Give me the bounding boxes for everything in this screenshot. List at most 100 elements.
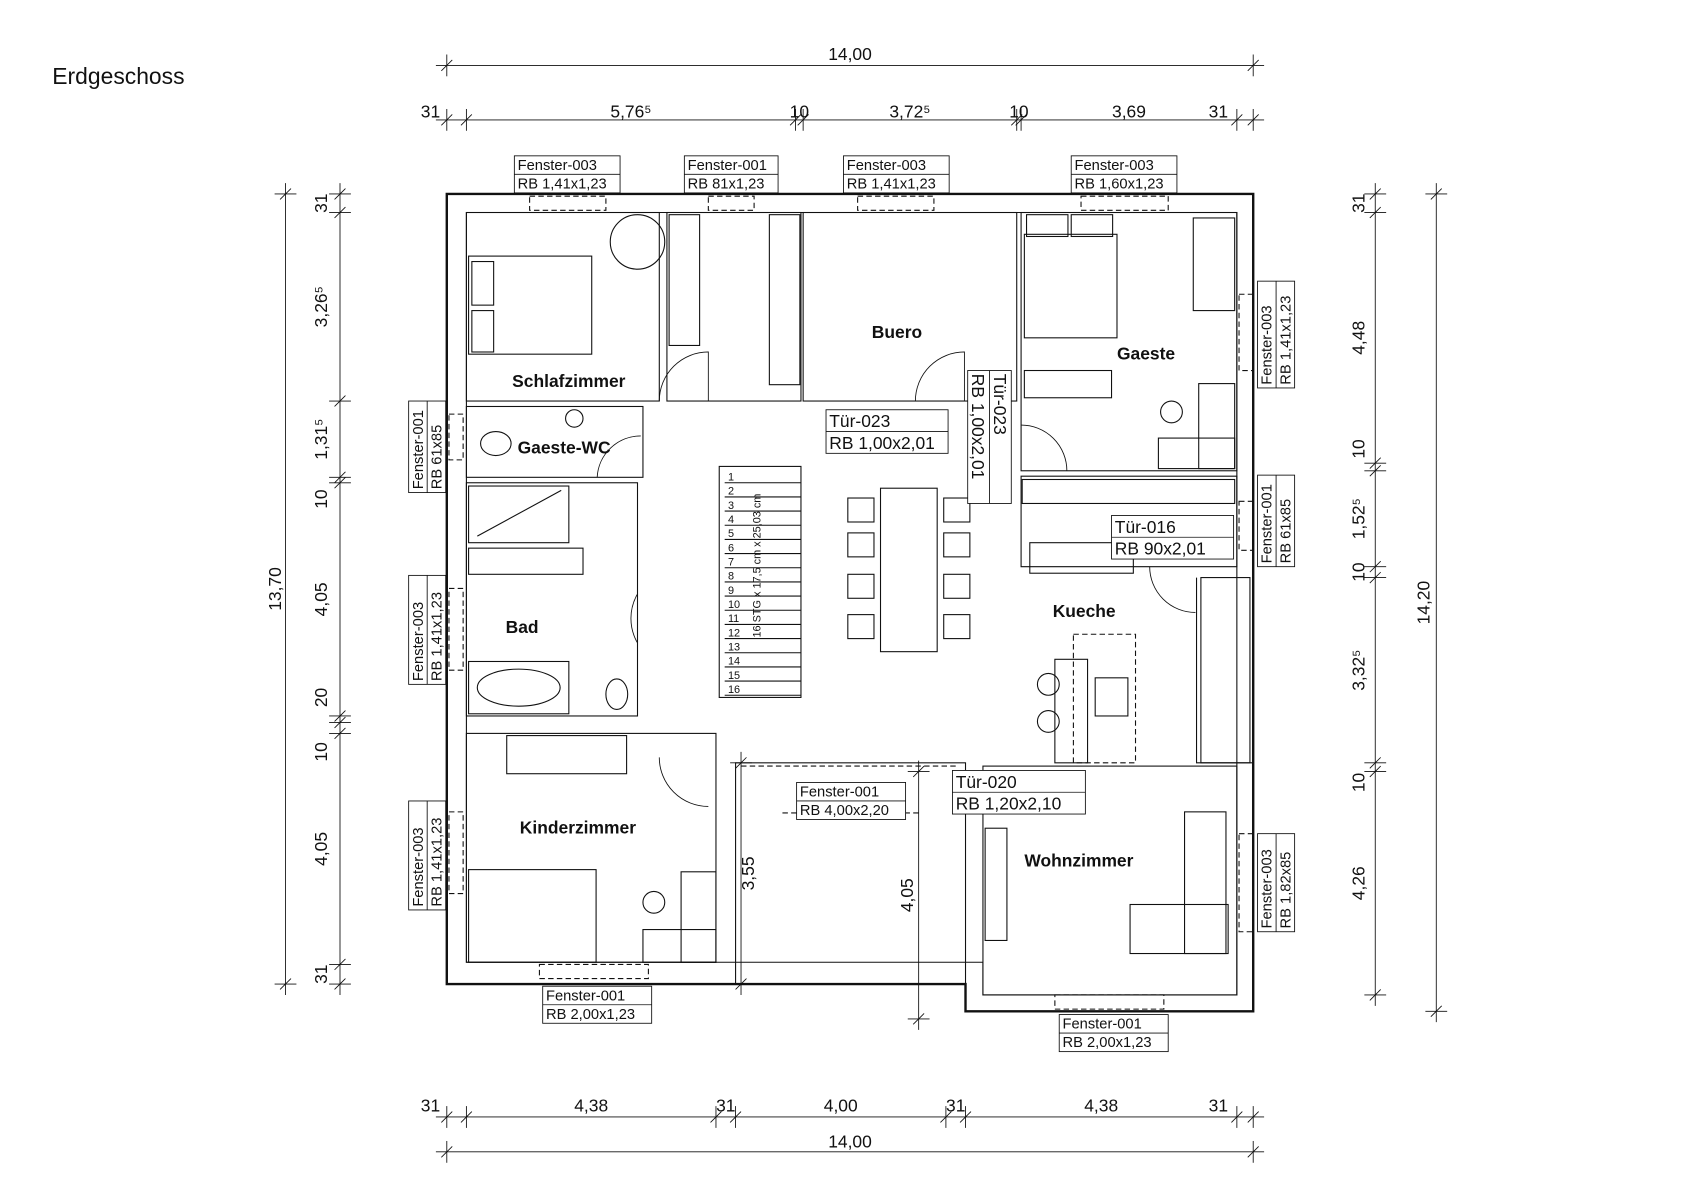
dimension-label: 31 — [421, 102, 440, 122]
dimension-label: 3,72⁵ — [889, 102, 930, 122]
tag-size: RB 1,41x1,23 — [847, 177, 936, 193]
dimension-label: 13,70 — [265, 567, 285, 611]
chair — [847, 614, 875, 640]
chair — [847, 532, 875, 558]
dimension-label: 3,26⁵ — [311, 286, 331, 327]
dimension-label: 14,20 — [1414, 581, 1434, 625]
room-kueche: Kueche — [1053, 601, 1116, 621]
tag-name: Tür-020 — [956, 772, 1017, 792]
tag-name: Fenster-003 — [411, 827, 427, 906]
dimension-label: 10 — [1348, 439, 1368, 459]
tag-name: Fenster-001 — [546, 988, 625, 1004]
tag-name: Fenster-003 — [1260, 305, 1276, 384]
dimension-label: 31 — [1209, 102, 1228, 122]
tag-size: RB 2,00x1,23 — [546, 1007, 635, 1023]
dimension-label: 3,32⁵ — [1348, 650, 1368, 691]
dimension-label: 4,05 — [311, 582, 331, 616]
room-wohnzimmer: Wohnzimmer — [1024, 850, 1133, 870]
dimension-label: 4,05 — [311, 832, 331, 866]
stair-step-number: 8 — [728, 571, 734, 583]
dimension-label: 1,52⁵ — [1348, 498, 1368, 539]
dimension-label: 20 — [311, 687, 331, 707]
dimension-label: 1,31⁵ — [311, 419, 331, 460]
tag-name: Fenster-003 — [411, 602, 427, 681]
tag-name: Fenster-003 — [1260, 849, 1276, 928]
dimension-label: 10 — [311, 742, 331, 762]
room-bad: Bad — [506, 617, 539, 637]
tag-name: Fenster-003 — [1074, 158, 1153, 174]
window-tag: Fenster-001 RB 2,00x1,23 — [542, 985, 653, 1024]
room-gaeste: Gaeste — [1117, 344, 1175, 364]
furniture — [468, 214, 1251, 963]
dimension-label: 4,38 — [1084, 1096, 1118, 1116]
dimension-label: 31 — [1348, 194, 1368, 213]
dimension-label: 4,38 — [574, 1096, 608, 1116]
dimension-label: 3,55 — [738, 856, 758, 890]
tag-name: Fenster-001 — [1260, 484, 1276, 563]
tag-size: RB 4,00x2,20 — [800, 803, 889, 819]
dimension-label: 31 — [421, 1096, 440, 1116]
stair-step-number: 15 — [728, 670, 740, 682]
tag-size: RB 1,41x1,23 — [1278, 296, 1294, 385]
stair-step-number: 11 — [728, 613, 739, 625]
dimension-label: 10 — [311, 489, 331, 509]
dimension-label: 4,05 — [897, 878, 917, 912]
dimension-label: 31 — [716, 1096, 735, 1116]
window-tag: Fenster-001 RB 4,00x2,20 — [796, 782, 907, 820]
dimension-label: 3,69 — [1112, 102, 1146, 122]
dimension-label: 31 — [1209, 1096, 1228, 1116]
tag-size: RB 61x85 — [1278, 499, 1294, 564]
stair-step-number: 16 — [728, 684, 740, 696]
stairs-label: 16 STG x 17,5 cm x 25,03 cm — [752, 494, 764, 638]
tag-name: Tür-016 — [1115, 517, 1176, 537]
tag-size: RB 2,00x1,23 — [1063, 1035, 1152, 1051]
tag-size: RB 1,41x1,23 — [429, 592, 445, 681]
stair-step-number: 5 — [728, 528, 734, 540]
chair — [943, 573, 971, 599]
tag-size: RB 1,20x2,10 — [956, 794, 1062, 814]
room-gaeste-wc: Gaeste-WC — [518, 437, 611, 457]
chair — [943, 497, 971, 523]
tag-size: RB 1,41x1,23 — [429, 818, 445, 907]
tag-name: Fenster-001 — [800, 785, 879, 801]
tag-size: RB 1,00x2,01 — [968, 374, 988, 480]
chair — [847, 497, 875, 523]
stair-step-number: 10 — [728, 599, 740, 611]
tag-name: Tür-023 — [829, 411, 890, 431]
stair-step-number: 4 — [728, 514, 734, 526]
stair-step-number: 2 — [728, 486, 734, 498]
dimension-label: 31 — [311, 194, 331, 213]
dimension-label: 14,00 — [828, 1132, 872, 1152]
dimension-label: 10 — [790, 102, 810, 122]
stair-step-number: 7 — [728, 557, 734, 569]
room-labels: Schlafzimmer Buero Gaeste Gaeste-WC Bad … — [506, 322, 1176, 871]
dimension-label: 31 — [946, 1096, 965, 1116]
stair-step-number: 1 — [728, 472, 734, 484]
tag-name: Fenster-003 — [518, 158, 597, 174]
staircase: 16 STG x 17,5 cm x 25,03 cm 123456789101… — [718, 465, 802, 698]
chair — [943, 614, 971, 640]
stair-step-number: 3 — [728, 500, 734, 512]
chair — [847, 573, 875, 599]
stair-step-number: 12 — [728, 627, 740, 639]
stair-step-number: 9 — [728, 585, 734, 597]
dimension-label: 14,00 — [828, 44, 872, 64]
stair-step-number: 14 — [728, 656, 740, 668]
tag-size: RB 81x1,23 — [688, 177, 765, 193]
dimension-label: 4,26 — [1348, 866, 1368, 900]
tag-size: RB 61x85 — [429, 425, 445, 490]
